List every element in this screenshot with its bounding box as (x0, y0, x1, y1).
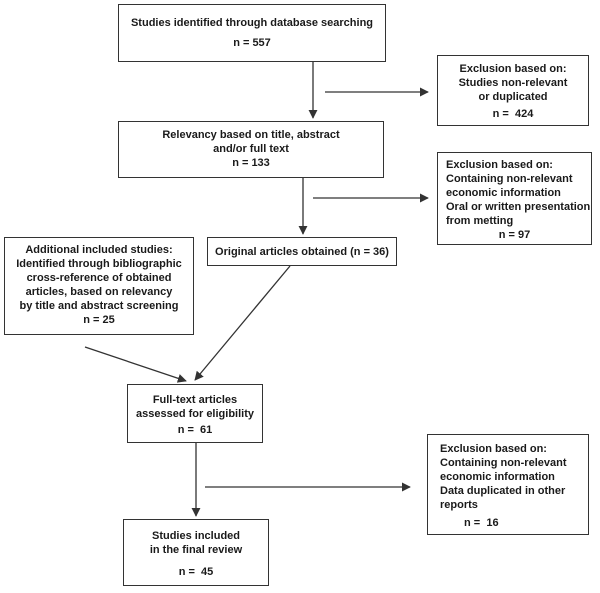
excl2-line-5: from metting (446, 215, 514, 227)
excl3-count-label: n = (464, 517, 481, 529)
excl3-line-5: reports (440, 499, 478, 511)
excl1-line-1: Exclusion based on: (459, 63, 567, 75)
included-count-label: n = (178, 566, 195, 578)
excl1-line-2: Studies non-relevant (458, 77, 568, 89)
arrow-additional-to-fulltext (84, 346, 187, 383)
fulltext-line-2: assessed for eligibility (136, 408, 254, 420)
box-studies-included: Studies included in the final review n =… (123, 519, 269, 586)
excl3-count: 16 (486, 517, 499, 529)
excl2-line-1: Exclusion based on: (446, 159, 553, 171)
excl3-line-1: Exclusion based on: (440, 443, 547, 455)
additional-line-3: cross-reference of obtained (26, 272, 172, 284)
box-relevancy: Relevancy based on title, abstract and/o… (118, 121, 384, 178)
excl2-line-2: Containing non-relevant (446, 173, 573, 185)
relevancy-line-1: Relevancy based on title, abstract (162, 129, 340, 141)
box-original-articles: Original articles obtained (n = 36) (207, 237, 397, 266)
box-exclusion-3: Exclusion based on: Containing non-relev… (427, 434, 589, 535)
excl2-count: n = 97 (498, 229, 531, 241)
box-studies-identified: Studies identified through database sear… (118, 4, 386, 62)
excl3-line-3: economic information (440, 471, 555, 483)
excl2-line-4: Oral or written presentation (446, 201, 591, 213)
fulltext-count: 61 (200, 424, 213, 436)
excl3-line-2: Containing non-relevant (440, 457, 567, 469)
included-count: 45 (201, 566, 214, 578)
fulltext-count-label: n = (177, 424, 194, 436)
additional-line-4: articles, based on relevancy (25, 286, 173, 298)
identified-title: Studies identified through database sear… (130, 17, 374, 29)
excl3-line-4: Data duplicated in other (440, 485, 566, 497)
box-fulltext-articles: Full-text articles assessed for eligibil… (127, 384, 263, 443)
additional-line-1: Additional included studies: (25, 244, 173, 256)
fulltext-line-1: Full-text articles (152, 394, 238, 406)
excl1-count-label: n = (492, 108, 509, 120)
box-additional-studies: Additional included studies: Identified … (4, 237, 194, 335)
identified-count: n = 557 (233, 37, 271, 49)
box-exclusion-2: Exclusion based on: Containing non-relev… (437, 152, 592, 245)
excl1-count: 424 (514, 108, 534, 120)
relevancy-line-2: and/or full text (213, 143, 289, 155)
excl1-line-3: or duplicated (478, 91, 548, 103)
excl2-line-3: economic information (446, 187, 561, 199)
included-line-2: in the final review (149, 544, 243, 556)
relevancy-count: n = 133 (232, 157, 270, 169)
included-line-1: Studies included (151, 530, 240, 542)
arrow-original-to-fulltext (194, 265, 291, 381)
additional-line-2: Identified through bibliographic (16, 258, 182, 270)
original-title: Original articles obtained (n = 36) (215, 246, 389, 258)
box-exclusion-1: Exclusion based on: Studies non-relevant… (437, 55, 589, 126)
additional-line-5: by title and abstract screening (19, 300, 179, 312)
additional-count: n = 25 (83, 314, 115, 326)
